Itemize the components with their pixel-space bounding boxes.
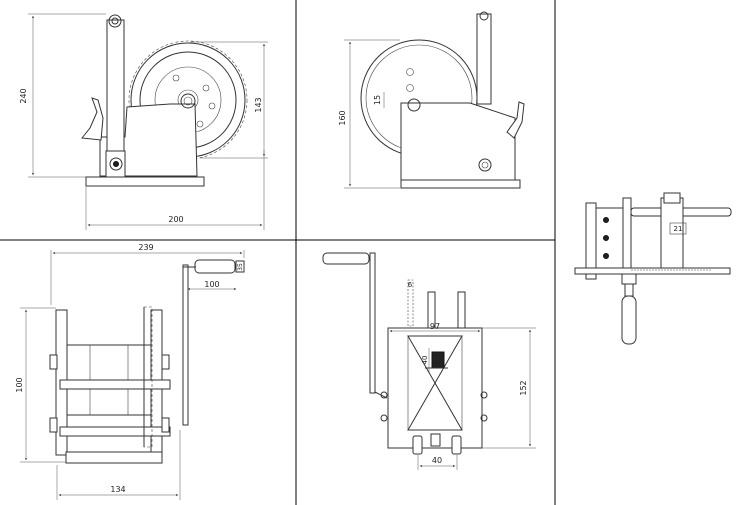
front-width-label: 200 [168, 215, 183, 224]
side-frame-plate [400, 102, 516, 189]
rear-center-block [431, 351, 445, 369]
rear-dim-cable: 6 [408, 281, 413, 289]
front-bolt [180, 93, 196, 109]
front-dim-height: 240 [19, 13, 106, 178]
front-brake-lever [81, 97, 104, 141]
side-brake-lever [506, 101, 525, 139]
photo-base [574, 267, 731, 275]
front-dim-width: 200 [85, 150, 265, 230]
top-dim-height: 100 [15, 307, 66, 463]
sheet-frame [0, 0, 556, 505]
rear-cable-label: 6 [408, 281, 413, 289]
side-small-label: 15 [373, 95, 382, 105]
side-view: 160 15 [338, 11, 525, 189]
front-dim-gear: 143 [190, 41, 268, 159]
top-handle-label: 100 [204, 280, 219, 289]
front-handle-knob [108, 14, 122, 28]
rear-crank-arm [369, 252, 376, 394]
rear-width-label: 97 [430, 322, 440, 331]
side-bolt [407, 98, 421, 112]
front-gear-label: 143 [254, 97, 263, 112]
rear-body [387, 327, 483, 449]
rear-foot-right [451, 435, 462, 455]
side-dim-small: 15 [373, 92, 385, 108]
rear-cable [407, 279, 414, 327]
front-height-label: 240 [19, 88, 28, 103]
side-handle-arm [476, 13, 492, 105]
top-base [65, 451, 163, 464]
top-dim-depth: 134 [56, 430, 181, 500]
rear-dim-width: 97 [389, 322, 481, 333]
side-dim-height: 160 [338, 39, 400, 189]
front-view: 240 200 143 [19, 13, 268, 230]
top-crank-arm [182, 264, 189, 426]
rear-dim-height: 152 [482, 327, 536, 449]
top-dim-handle: 100 35 [187, 263, 244, 291]
front-base-plate [85, 176, 205, 187]
rear-base-label: 40 [432, 456, 442, 465]
rear-foot-left [412, 435, 423, 455]
top-view: 239 100 35 100 134 [15, 243, 245, 500]
rear-view: 6 97 40 152 40 [322, 252, 536, 470]
side-height-label: 160 [338, 110, 347, 125]
top-depth-label: 134 [110, 485, 125, 494]
photo-drum [595, 207, 624, 269]
top-handle-small-label: 35 [237, 263, 244, 271]
rear-dim-center: 40 [421, 348, 430, 372]
photo-handle-grip [621, 295, 637, 345]
rear-center-label: 40 [421, 356, 429, 365]
winch-photo-view: 21 [574, 192, 732, 345]
photo-label: 21 [674, 225, 683, 233]
rear-handle-grip [322, 252, 370, 265]
rear-height-label: 152 [519, 380, 528, 395]
top-dim-width: 239 [50, 243, 245, 305]
rear-dim-base: 40 [417, 455, 458, 470]
side-base-plate [400, 179, 521, 189]
top-width-label: 239 [138, 243, 153, 252]
top-height-label: 100 [15, 377, 24, 392]
top-handle-grip [194, 259, 236, 274]
